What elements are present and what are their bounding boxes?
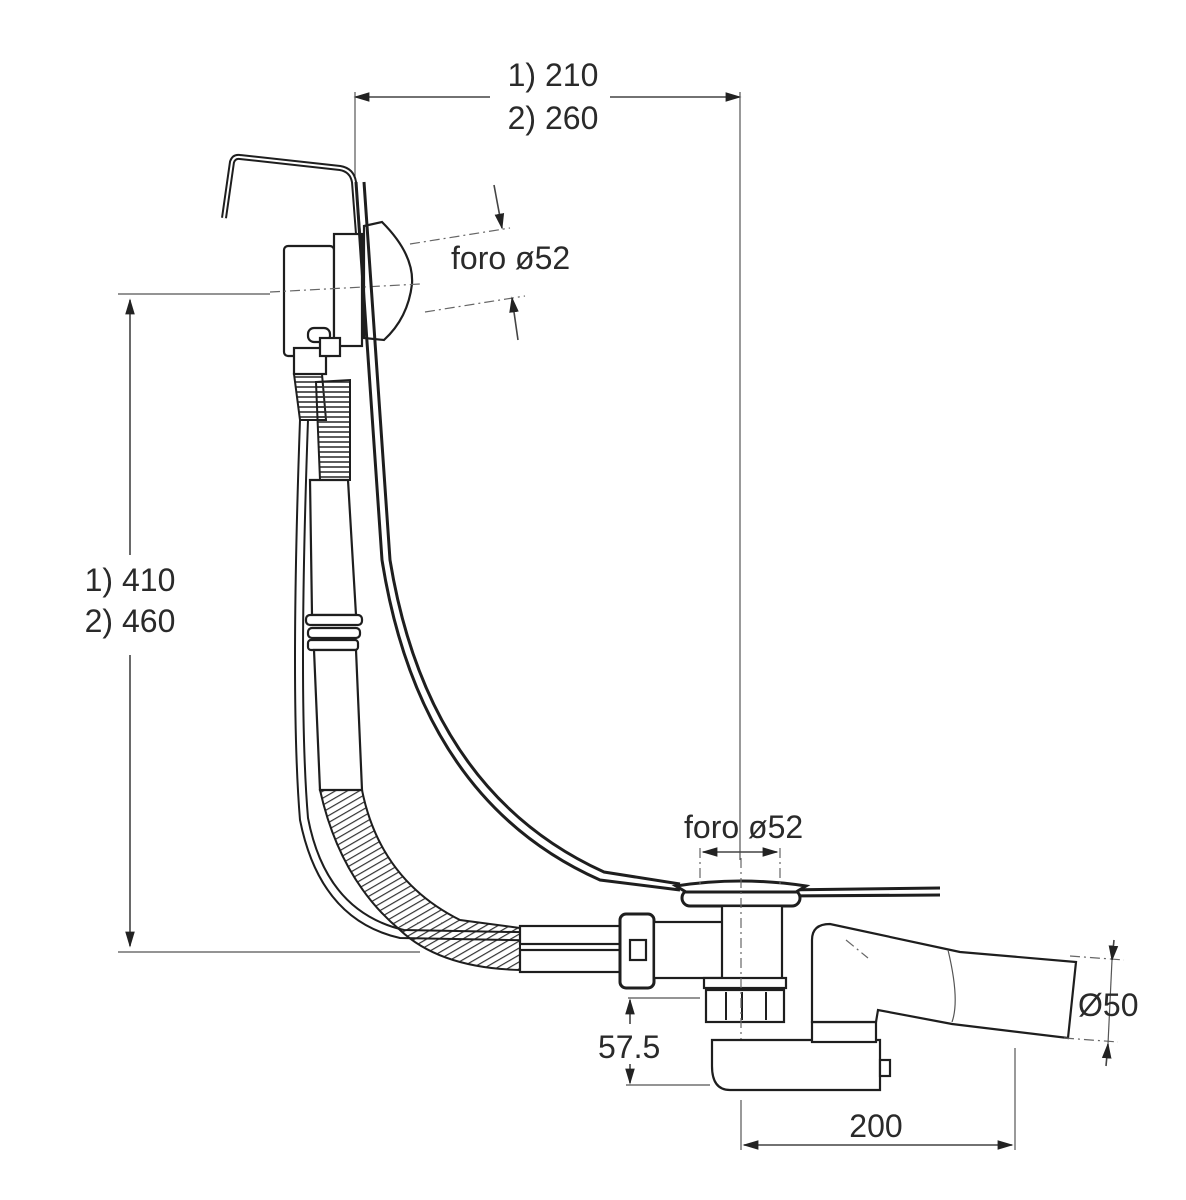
label-left-height-1: 1) 410 (85, 562, 176, 598)
overflow-pipe (304, 478, 364, 792)
dimension-trap-depth (625, 997, 710, 1086)
label-drain-hole: foro ø52 (684, 809, 803, 845)
overflow-corrugated (292, 373, 351, 481)
dimension-outlet-diameter (1063, 939, 1125, 1067)
label-outlet-offset: 200 (849, 1108, 902, 1144)
bath-wall (354, 181, 941, 898)
dimension-overflow-hole (409, 184, 526, 341)
union-nut (618, 912, 656, 990)
label-left-height-2: 2) 460 (85, 603, 176, 639)
label-trap-depth: 57.5 (598, 1029, 660, 1065)
control-cable (294, 419, 621, 943)
label-top-width-2: 2) 260 (508, 100, 599, 136)
drain-body (652, 858, 811, 1090)
label-top-width-1: 1) 210 (508, 57, 599, 93)
dimension-left-height (118, 293, 420, 953)
corrugated-bend (318, 789, 521, 972)
overflow-lever (221, 153, 363, 261)
label-overflow-hole: foro ø52 (451, 240, 570, 276)
label-outlet-diameter: Ø50 (1078, 987, 1138, 1023)
trap-outlet (710, 922, 1078, 1092)
dimension-top-width (353, 92, 742, 860)
horizontal-pipe (518, 924, 622, 974)
dimension-drain-hole (699, 847, 781, 888)
dimension-outlet-offset (740, 1048, 1016, 1150)
overflow-head (269, 220, 421, 376)
